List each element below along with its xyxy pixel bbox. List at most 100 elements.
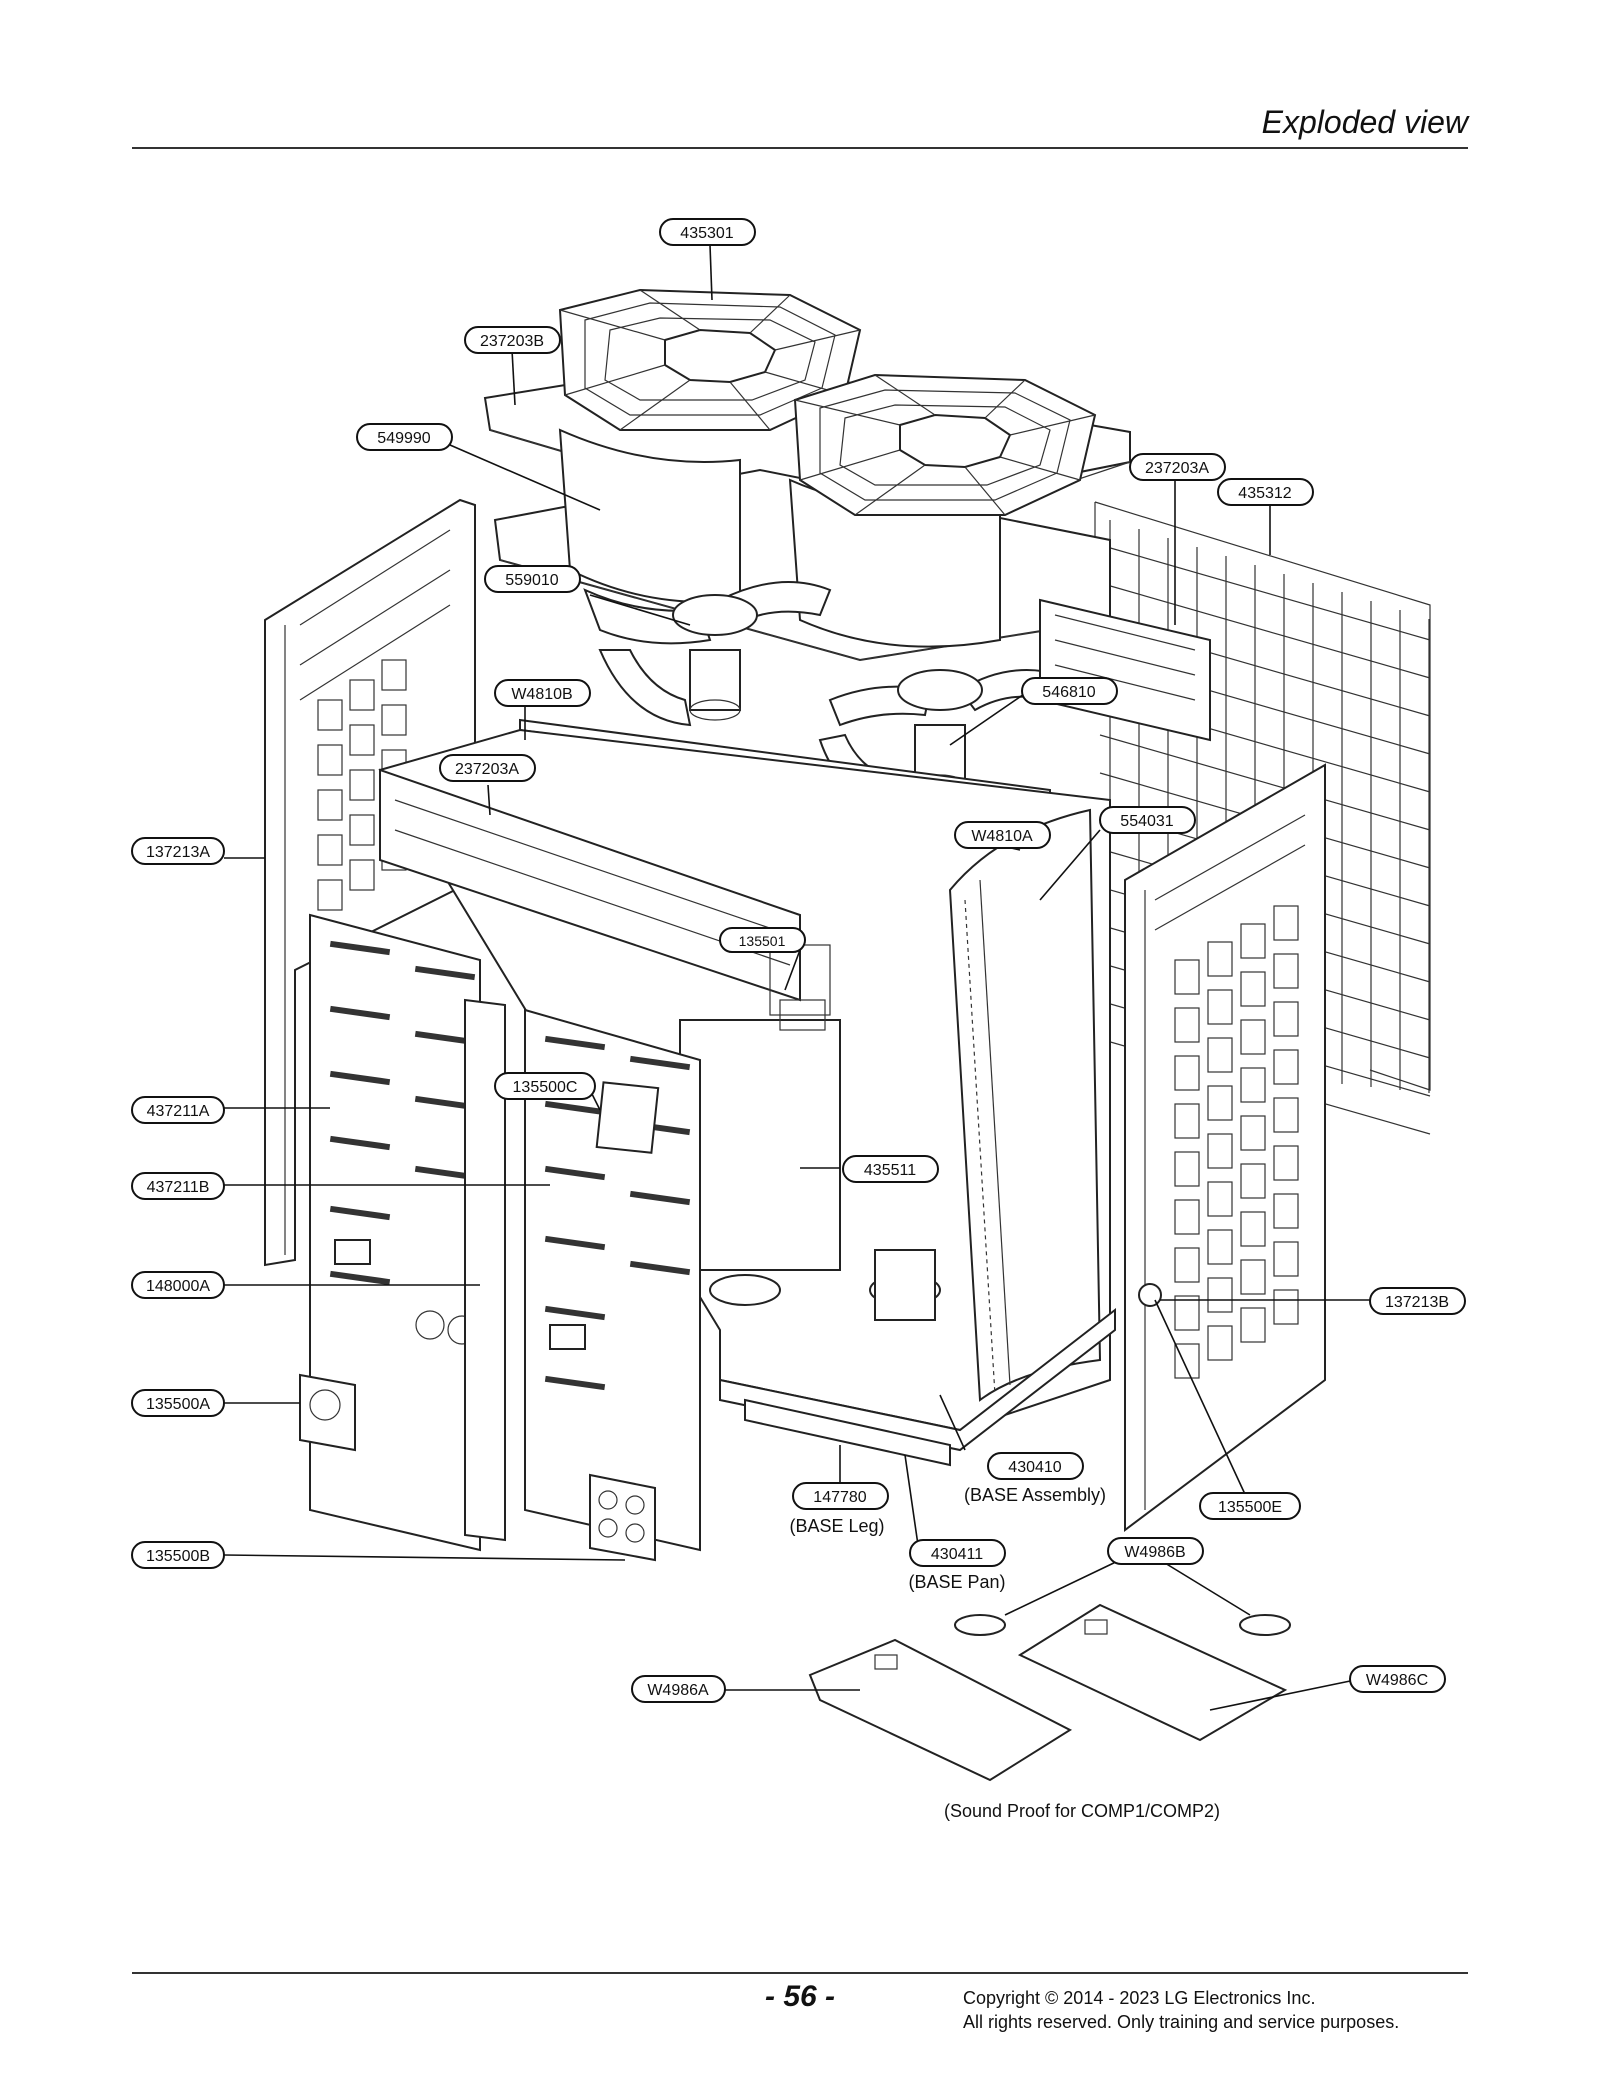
side-panel-vent	[1240, 923, 1266, 959]
svg-text:435301: 435301	[680, 225, 733, 242]
caption-sound-proof: (Sound Proof for COMP1/COMP2)	[944, 1801, 1220, 1821]
svg-text:237203A: 237203A	[455, 761, 519, 778]
svg-text:137213A: 137213A	[146, 844, 210, 861]
side-panel-vent	[1240, 1067, 1266, 1103]
side-panel-vent	[1174, 1151, 1200, 1187]
callout-237203B: 237203B	[464, 326, 561, 354]
side-panel-vent	[1207, 1085, 1233, 1121]
svg-text:237203B: 237203B	[480, 333, 544, 350]
front-pillar	[464, 998, 506, 1542]
wire-guard-rod	[1099, 544, 1431, 641]
callout-437211A: 437211A	[131, 1096, 225, 1124]
callout-430411: 430411	[909, 1539, 1006, 1567]
callout-435301: 435301	[659, 218, 756, 246]
svg-text:W4986C: W4986C	[1366, 1672, 1428, 1689]
caption-base-pan: (BASE Pan)	[908, 1572, 1005, 1592]
copyright-line-1: Copyright © 2014 - 2023 LG Electronics I…	[963, 1988, 1316, 2008]
svg-text:135500E: 135500E	[1218, 1499, 1282, 1516]
sound-proof-pads	[808, 1603, 1291, 1782]
svg-text:137213B: 137213B	[1385, 1294, 1449, 1311]
page-title: Exploded view	[1261, 104, 1468, 140]
callout-135500C: 135500C	[494, 1072, 596, 1100]
side-panel-vent	[1240, 1019, 1266, 1055]
service-cover-plates	[299, 1373, 656, 1562]
svg-text:437211B: 437211B	[147, 1179, 210, 1196]
svg-text:549990: 549990	[377, 430, 430, 447]
svg-text:135501: 135501	[739, 933, 786, 949]
callout-137213A: 137213A	[131, 837, 225, 865]
header-rule	[132, 147, 1468, 149]
callout-W4810A: W4810A	[954, 821, 1051, 849]
callout-559010: 559010	[484, 565, 581, 593]
page-number: - 56 -	[765, 1980, 836, 2013]
side-panel-vent	[1174, 1295, 1200, 1331]
right-side-panel	[1124, 763, 1326, 1532]
callout-237203A-mid: 237203A	[439, 754, 536, 782]
side-panel-vent	[1273, 1289, 1299, 1325]
svg-text:135500B: 135500B	[146, 1548, 210, 1565]
callout-437211B: 437211B	[131, 1172, 225, 1200]
side-panel-vent	[1273, 1001, 1299, 1037]
side-panel-vent	[1207, 941, 1233, 977]
side-panel-vent	[1174, 1247, 1200, 1283]
front-panel-right	[524, 1008, 701, 1552]
side-panel-vent	[1273, 1097, 1299, 1133]
svg-text:546810: 546810	[1042, 684, 1095, 701]
callout-W4986C: W4986C	[1349, 1665, 1446, 1693]
svg-text:237203A: 237203A	[1145, 460, 1209, 477]
callout-W4986A: W4986A	[631, 1675, 726, 1703]
captions: (BASE Assembly) (BASE Leg) (BASE Pan) (S…	[789, 1485, 1220, 1821]
callout-W4986B: W4986B	[1107, 1537, 1204, 1565]
side-panel-vent	[1174, 1103, 1200, 1139]
svg-text:437211A: 437211A	[147, 1103, 210, 1120]
side-panel-vent	[1273, 953, 1299, 989]
left-panel-vents	[317, 659, 407, 911]
side-panel-vent	[1240, 971, 1266, 1007]
svg-text:147780: 147780	[813, 1489, 866, 1506]
callout-549990: 549990	[356, 423, 453, 451]
callout-W4810B: W4810B	[494, 679, 591, 707]
side-panel-vent	[1207, 1229, 1233, 1265]
callout-135500A: 135500A	[131, 1389, 225, 1417]
side-panel-vent	[1207, 1181, 1233, 1217]
svg-text:148000A: 148000A	[146, 1278, 210, 1295]
copyright-line-2: All rights reserved. Only training and s…	[963, 2012, 1400, 2032]
part-callouts: 435301 237203B 549990 237203A 435312 559…	[131, 218, 1466, 1703]
side-panel-vent	[1273, 1193, 1299, 1229]
svg-text:W4986B: W4986B	[1124, 1544, 1185, 1561]
callout-147780: 147780	[792, 1482, 889, 1510]
side-panel-vent	[1240, 1211, 1266, 1247]
footer-rule	[132, 1972, 1468, 1974]
side-panel-vent	[1273, 1049, 1299, 1085]
main-body	[378, 728, 1116, 1467]
copyright-notice: Copyright © 2014 - 2023 LG Electronics I…	[963, 1986, 1399, 2034]
svg-text:554031: 554031	[1120, 813, 1173, 830]
side-panel-vent	[1240, 1115, 1266, 1151]
side-panel-vent	[1174, 1343, 1200, 1379]
callout-135500E: 135500E	[1199, 1492, 1301, 1520]
side-panel-vent	[1240, 1259, 1266, 1295]
callout-137213B: 137213B	[1369, 1287, 1466, 1315]
side-panel-vent	[1207, 1133, 1233, 1169]
svg-text:430410: 430410	[1008, 1459, 1061, 1476]
side-panel-vent	[1174, 1199, 1200, 1235]
side-panel-vent	[1240, 1163, 1266, 1199]
side-panel-vent	[1207, 1325, 1233, 1361]
side-panel-vent	[1273, 905, 1299, 941]
svg-text:135500A: 135500A	[146, 1396, 210, 1413]
side-panel-vent	[1240, 1307, 1266, 1343]
callout-554031: 554031	[1099, 806, 1196, 834]
svg-text:435511: 435511	[864, 1162, 916, 1179]
caption-base-leg: (BASE Leg)	[789, 1516, 884, 1536]
front-panel-left	[309, 913, 481, 1552]
svg-text:W4810B: W4810B	[511, 686, 572, 703]
fan-guard-right	[793, 373, 1097, 516]
unit-illustration	[264, 288, 1431, 1782]
caption-base-assembly: (BASE Assembly)	[964, 1485, 1106, 1505]
svg-text:W4986A: W4986A	[647, 1682, 709, 1699]
callout-237203A-top: 237203A	[1129, 453, 1226, 481]
callout-148000A: 148000A	[131, 1271, 225, 1299]
side-panel-vent	[1174, 1007, 1200, 1043]
callout-135501: 135501	[719, 927, 806, 953]
side-panel-vent	[1174, 1055, 1200, 1091]
